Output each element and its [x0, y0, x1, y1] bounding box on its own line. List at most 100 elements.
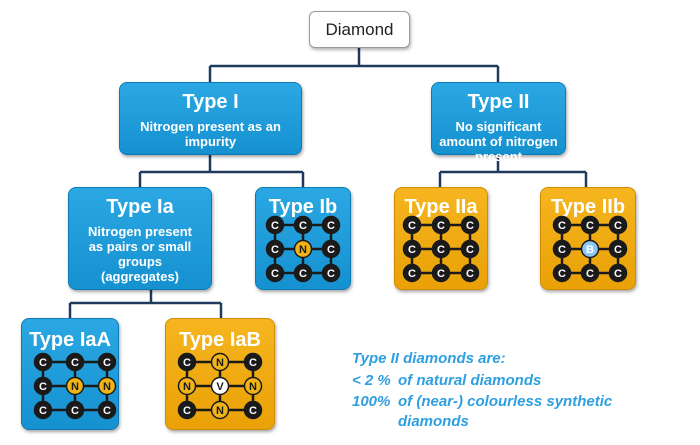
carbon-atom [321, 239, 341, 259]
carbon-atom-label: C [558, 268, 566, 280]
carbon-atom [33, 376, 53, 396]
note-row2-value: 100% [352, 393, 391, 410]
note-row1-text: of natural diamonds [398, 372, 542, 389]
type-i-title: Type I [182, 91, 239, 113]
carbon-atom [402, 263, 422, 283]
carbon-atom-label: C [614, 268, 622, 280]
type-ia-desc: Nitrogen present as pairs or small group… [87, 224, 192, 284]
type-iia-title: Type IIa [404, 196, 478, 218]
nitrogen-atom [293, 239, 313, 259]
carbon-atom [460, 263, 480, 283]
carbon-atom [580, 215, 600, 235]
carbon-atom-label: C [71, 357, 79, 369]
carbon-atom [552, 239, 572, 259]
carbon-atom [402, 239, 422, 259]
nitrogen-atom [210, 400, 230, 420]
carbon-atom [293, 215, 313, 235]
carbon-atom-label: C [437, 220, 445, 232]
carbon-atom-label: C [586, 220, 594, 232]
carbon-atom-label: C [183, 405, 191, 417]
type-ii-desc: No significant amount of nitrogen presen… [439, 119, 558, 164]
carbon-atom-label: C [271, 268, 279, 280]
nitrogen-atom-label: N [216, 357, 224, 369]
vacancy-atom [210, 376, 230, 396]
type-ii-title: Type II [467, 91, 530, 113]
type-iab-title: Type IaB [179, 329, 261, 351]
note-row2-text: of (near-) colourless synthetic [398, 393, 613, 410]
carbon-atom [243, 352, 263, 372]
carbon-atom-label: C [271, 220, 279, 232]
carbon-atom [265, 239, 285, 259]
carbon-atom-label: C [586, 268, 594, 280]
nitrogen-atom-label: N [249, 381, 257, 393]
type-iib-title: Type IIb [550, 196, 626, 218]
type-ib-title: Type Ib [268, 196, 338, 218]
carbon-atom-label: C [103, 357, 111, 369]
nitrogen-atom-label: N [103, 381, 111, 393]
carbon-atom-label: C [103, 405, 111, 417]
nitrogen-atom-label: N [299, 244, 307, 256]
carbon-atom [608, 263, 628, 283]
carbon-atom-label: C [466, 268, 474, 280]
carbon-atom [65, 400, 85, 420]
carbon-atom [33, 400, 53, 420]
diamond-root-node: Diamond [309, 11, 410, 48]
carbon-atom-label: C [327, 244, 335, 256]
carbon-atom-label: C [614, 220, 622, 232]
carbon-atom [552, 263, 572, 283]
carbon-atom [460, 215, 480, 235]
type-i-node: Type I Nitrogen present as an impurity [119, 82, 302, 155]
carbon-atom-label: C [299, 268, 307, 280]
carbon-atom-label: C [71, 405, 79, 417]
carbon-atom-label: C [327, 268, 335, 280]
carbon-atom-label: C [271, 244, 279, 256]
type-i-desc: Nitrogen present as an impurity [140, 119, 281, 149]
carbon-atom [608, 215, 628, 235]
root-label: Diamond [325, 20, 394, 39]
boron-atom [580, 239, 600, 259]
carbon-atom-label: C [39, 405, 47, 417]
carbon-atom-label: C [408, 268, 416, 280]
carbon-atom [97, 352, 117, 372]
carbon-atom-label: C [39, 357, 47, 369]
type-ii-note-heading: Type II diamonds are: [352, 350, 506, 367]
boron-atom-label: B [586, 244, 594, 256]
carbon-atom [552, 215, 572, 235]
type-ii-node: Type II No significant amount of nitroge… [431, 82, 566, 164]
carbon-atom-label: C [408, 220, 416, 232]
carbon-atom [177, 400, 197, 420]
nitrogen-atom [97, 376, 117, 396]
carbon-atom-label: C [39, 381, 47, 393]
carbon-atom [431, 263, 451, 283]
type-ia-title: Type Ia [106, 196, 174, 218]
carbon-atom [97, 400, 117, 420]
carbon-atom [431, 215, 451, 235]
carbon-atom [580, 263, 600, 283]
carbon-atom-label: C [614, 244, 622, 256]
vacancy-atom-label: V [216, 381, 224, 393]
type-ia-node: Type Ia Nitrogen present as pairs or sma… [68, 187, 212, 290]
carbon-atom [460, 239, 480, 259]
carbon-atom-label: C [249, 405, 257, 417]
carbon-atom-label: C [437, 244, 445, 256]
carbon-atom-label: C [558, 244, 566, 256]
carbon-atom-label: C [327, 220, 335, 232]
carbon-atom [265, 215, 285, 235]
carbon-atom [243, 400, 263, 420]
carbon-atom-label: C [466, 220, 474, 232]
note-row1-value: < 2 % [352, 372, 391, 389]
carbon-atom-label: C [183, 357, 191, 369]
carbon-atom-label: C [558, 220, 566, 232]
carbon-atom-label: C [466, 244, 474, 256]
carbon-atom [33, 352, 53, 372]
carbon-atom-label: C [437, 268, 445, 280]
note-row-natural: < 2 % of natural diamonds [352, 372, 652, 390]
note-row-synthetic: 100% of (near-) colourless synthetic [352, 393, 652, 411]
carbon-atom [608, 239, 628, 259]
carbon-atom [293, 263, 313, 283]
nitrogen-atom [243, 376, 263, 396]
